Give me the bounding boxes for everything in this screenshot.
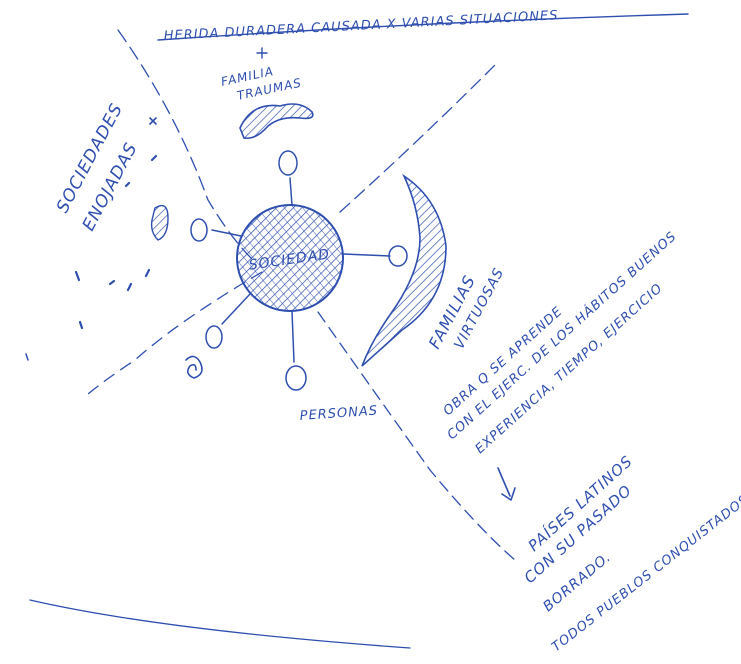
spoke-right	[342, 253, 391, 257]
divider-lines	[29, 13, 689, 649]
top-divider	[157, 13, 689, 41]
lower-left-divider	[87, 271, 263, 395]
dot-mark	[108, 279, 116, 286]
node-lower-left	[205, 325, 223, 349]
down-arrow	[497, 467, 516, 501]
dot-mark	[78, 320, 84, 330]
node-left	[190, 218, 208, 242]
lower-left-spiral	[185, 355, 203, 379]
arrow-shaft	[497, 467, 511, 497]
society-sphere	[236, 204, 344, 312]
lower-right-divider	[317, 311, 516, 561]
spoke-left	[211, 229, 242, 237]
arrow-head	[501, 487, 516, 501]
node-top	[278, 150, 298, 176]
left-blob	[150, 204, 169, 241]
family-trauma-blob	[239, 103, 314, 140]
crescent-blob	[361, 173, 447, 367]
node-bottom	[285, 365, 307, 391]
spokes	[190, 150, 408, 391]
dot-mark	[126, 282, 133, 292]
dot-mark	[144, 268, 151, 278]
spoke-lower-left	[221, 293, 251, 325]
bottom-divider	[29, 599, 411, 649]
scribble-marks	[25, 47, 447, 379]
spoke-top	[289, 177, 293, 206]
plus-mark	[256, 47, 268, 59]
dot-mark	[25, 353, 29, 361]
right-text-line2: CON EL EJERC. DE LOS HÁBITOS BUENOS	[444, 228, 680, 443]
top-heading: HERIDA DURADERA CAUSADA X VARIAS SITUACI…	[163, 8, 558, 44]
spoke-bottom	[291, 310, 295, 363]
upper-left-divider	[117, 29, 256, 263]
node-right	[388, 245, 408, 267]
right-text-line1: OBRA Q SE APRENDE	[441, 304, 566, 419]
dot-mark	[124, 181, 131, 188]
dot-mark	[74, 270, 81, 282]
bottom-label: PERSONAS	[299, 404, 378, 424]
upper-right-divider	[339, 61, 499, 213]
star-mark	[149, 117, 157, 125]
dot-mark	[150, 154, 158, 162]
